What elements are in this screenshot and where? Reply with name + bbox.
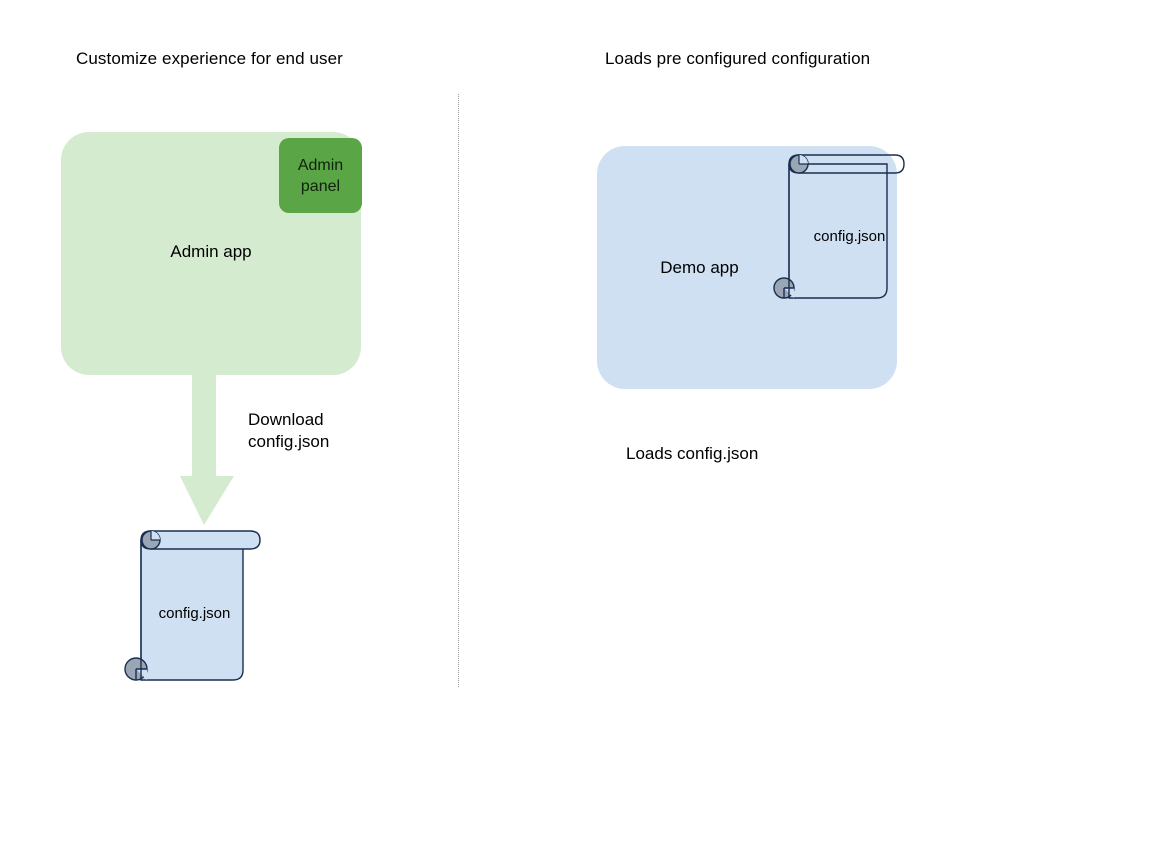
demo-app-box: Demo app — [597, 146, 897, 389]
config-json-label-right: config.json — [813, 228, 886, 245]
heading-right: Loads pre configured configuration — [605, 49, 871, 68]
loads-config-caption: Loads config.json — [626, 444, 759, 463]
admin-panel-label-line2: panel — [300, 177, 341, 195]
download-arrow-label: Download config.json — [248, 409, 329, 453]
admin-app-label: Admin app — [170, 242, 252, 261]
admin-panel-label-line1: Admin — [297, 156, 344, 174]
section-divider — [458, 94, 459, 687]
download-arrow-label-line2: config.json — [248, 432, 330, 451]
config-json-document-right[interactable]: config.json — [772, 152, 909, 307]
admin-panel-box[interactable]: Admin panel — [279, 138, 362, 213]
config-json-document-left[interactable]: config.json — [122, 528, 267, 690]
download-arrow-icon — [176, 370, 240, 530]
heading-left: Customize experience for end user — [76, 49, 343, 68]
demo-app-label: Demo app — [660, 258, 739, 277]
download-arrow-label-line1: Download — [248, 410, 324, 429]
config-json-label-left: config.json — [158, 605, 231, 622]
admin-panel-label: Admin panel — [298, 155, 343, 197]
